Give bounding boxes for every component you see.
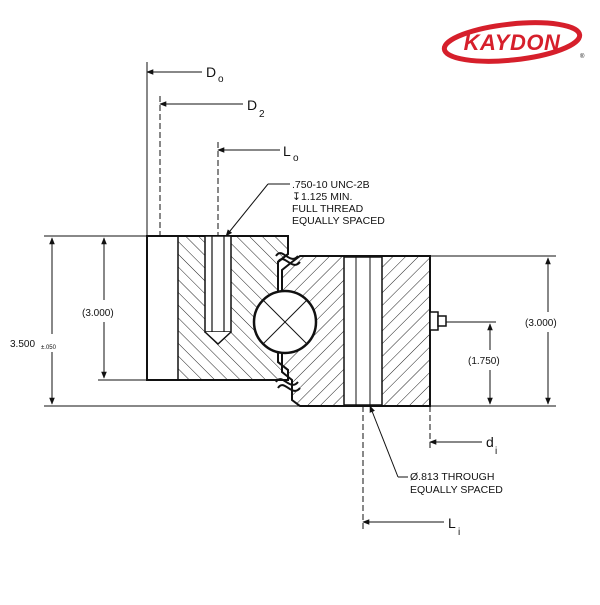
hole-note: Ø.813 THROUGH EQUALLY SPACED xyxy=(369,405,503,496)
dim-do: D o xyxy=(146,62,224,236)
logo-text: KAYDON xyxy=(464,30,561,55)
dim-di: d i xyxy=(429,406,497,457)
hole-line-2: EQUALLY SPACED xyxy=(410,484,503,496)
li-sub: i xyxy=(458,527,460,538)
outer-ring xyxy=(146,235,289,381)
logo-registered-mark: ® xyxy=(580,53,585,60)
lo-label: L xyxy=(283,143,291,159)
dim-outer-height: (3.000) xyxy=(82,237,147,381)
thread-note: .750-10 UNC-2B ↧ 1.125 MIN. FULL THREAD … xyxy=(225,179,385,237)
thread-line-3: FULL THREAD xyxy=(292,203,364,215)
overall-height-tol: ±.050 xyxy=(41,345,57,351)
outer-height-value: (3.000) xyxy=(82,308,114,319)
grease-fitting xyxy=(429,311,439,331)
di-label: d xyxy=(486,434,494,450)
dim-li: L i xyxy=(362,406,460,538)
hole-line-1: Ø.813 THROUGH xyxy=(410,471,494,483)
di-sub: i xyxy=(495,446,497,457)
do-label: D xyxy=(206,64,216,80)
seal-bottom xyxy=(275,378,301,392)
dim-ball-center: (1.750) xyxy=(446,321,500,405)
dim-overall-height: 3.500 ±.050 xyxy=(10,235,300,407)
thread-depth-symbol: ↧ xyxy=(292,191,301,203)
d2-label: D xyxy=(247,97,257,113)
overall-height-value: 3.500 xyxy=(10,339,35,350)
d2-sub: 2 xyxy=(259,109,265,120)
inner-ring xyxy=(281,255,447,407)
seal-top xyxy=(275,252,301,266)
ball xyxy=(252,289,318,355)
dim-d2: D 2 xyxy=(159,96,265,236)
kaydon-logo: KAYDON ® xyxy=(441,20,585,64)
tapped-hole xyxy=(204,235,232,333)
through-hole xyxy=(343,256,383,406)
dim-lo: L o xyxy=(217,142,299,236)
lo-sub: o xyxy=(293,153,299,164)
li-label: L xyxy=(448,515,456,531)
thread-line-2: 1.125 MIN. xyxy=(301,191,352,203)
do-sub: o xyxy=(218,74,224,85)
inner-height-value: (3.000) xyxy=(525,318,557,329)
thread-line-4: EQUALLY SPACED xyxy=(292,215,385,227)
thread-line-1: .750-10 UNC-2B xyxy=(292,179,370,191)
ball-center-value: (1.750) xyxy=(468,356,500,367)
dim-inner-height: (3.000) xyxy=(430,255,557,407)
